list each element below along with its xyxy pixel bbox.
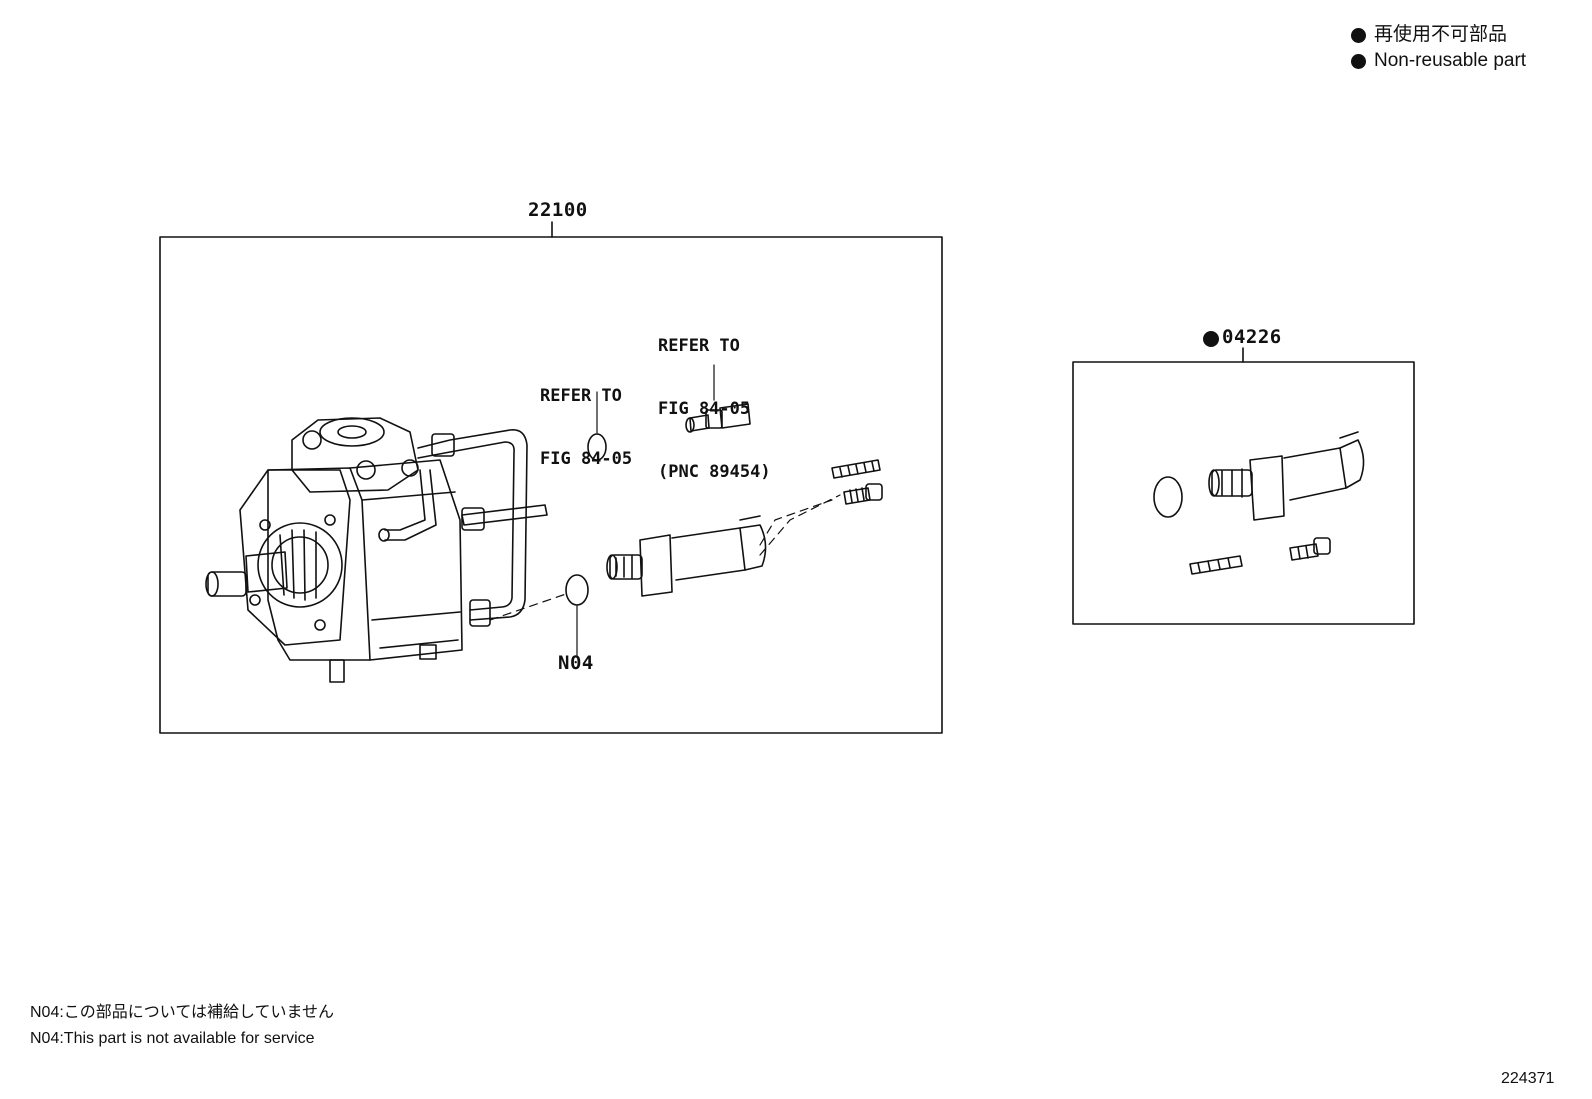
kit-frame <box>1073 362 1414 624</box>
sensor-ref-line1: REFER TO <box>658 336 740 356</box>
callout-n04: N04 <box>558 652 594 674</box>
footnote-en: N04:This part is not available for servi… <box>30 1030 315 1047</box>
pressure-sensor-drawing <box>686 365 750 432</box>
reference-o-ring <box>588 434 606 460</box>
fuel-pump-drawing <box>206 418 547 682</box>
non-reusable-dot-icon <box>1351 27 1366 43</box>
sensor-ref-line3: (PNC 89454) <box>658 462 771 482</box>
callout-04226: 04226 <box>1222 326 1282 348</box>
legend-text-en: Non-reusable part <box>1374 50 1527 71</box>
legend-row-ja: 再使用不可部品 <box>1351 22 1526 48</box>
legend-text-ja: 再使用不可部品 <box>1374 24 1508 45</box>
sensor-reference-label: REFER TO FIG 84-05 (PNC 89454) <box>658 294 771 504</box>
figure-number: 224371 <box>1501 1070 1555 1087</box>
sensor-ref-line2: FIG 84-05 <box>658 399 751 419</box>
suction-control-valve-drawing <box>607 516 766 596</box>
footnote-ja: N04:この部品については補給していません <box>30 1004 335 1021</box>
kit-o-ring <box>1154 477 1182 517</box>
non-reusable-dot-icon <box>1351 53 1366 69</box>
ring-ref-line1: REFER TO <box>540 386 622 406</box>
assembly-frame <box>160 237 942 733</box>
o-ring-n04 <box>566 575 588 605</box>
kit-contents-drawing <box>1154 432 1364 574</box>
bolts-drawing <box>832 460 882 504</box>
callout-22100: 22100 <box>528 199 588 221</box>
legend-row-en: Non-reusable part <box>1351 48 1526 74</box>
kit-non-reusable-dot-icon <box>1203 331 1219 347</box>
footnote: N04:この部品については補給していません N04:This part is n… <box>30 1000 334 1052</box>
legend: 再使用不可部品 Non-reusable part <box>1351 22 1526 74</box>
assembly-dashed-leaders <box>490 495 840 620</box>
ring-reference-label: REFER TO FIG 84-05 <box>540 344 632 491</box>
ring-ref-line2: FIG 84-05 <box>540 449 633 469</box>
